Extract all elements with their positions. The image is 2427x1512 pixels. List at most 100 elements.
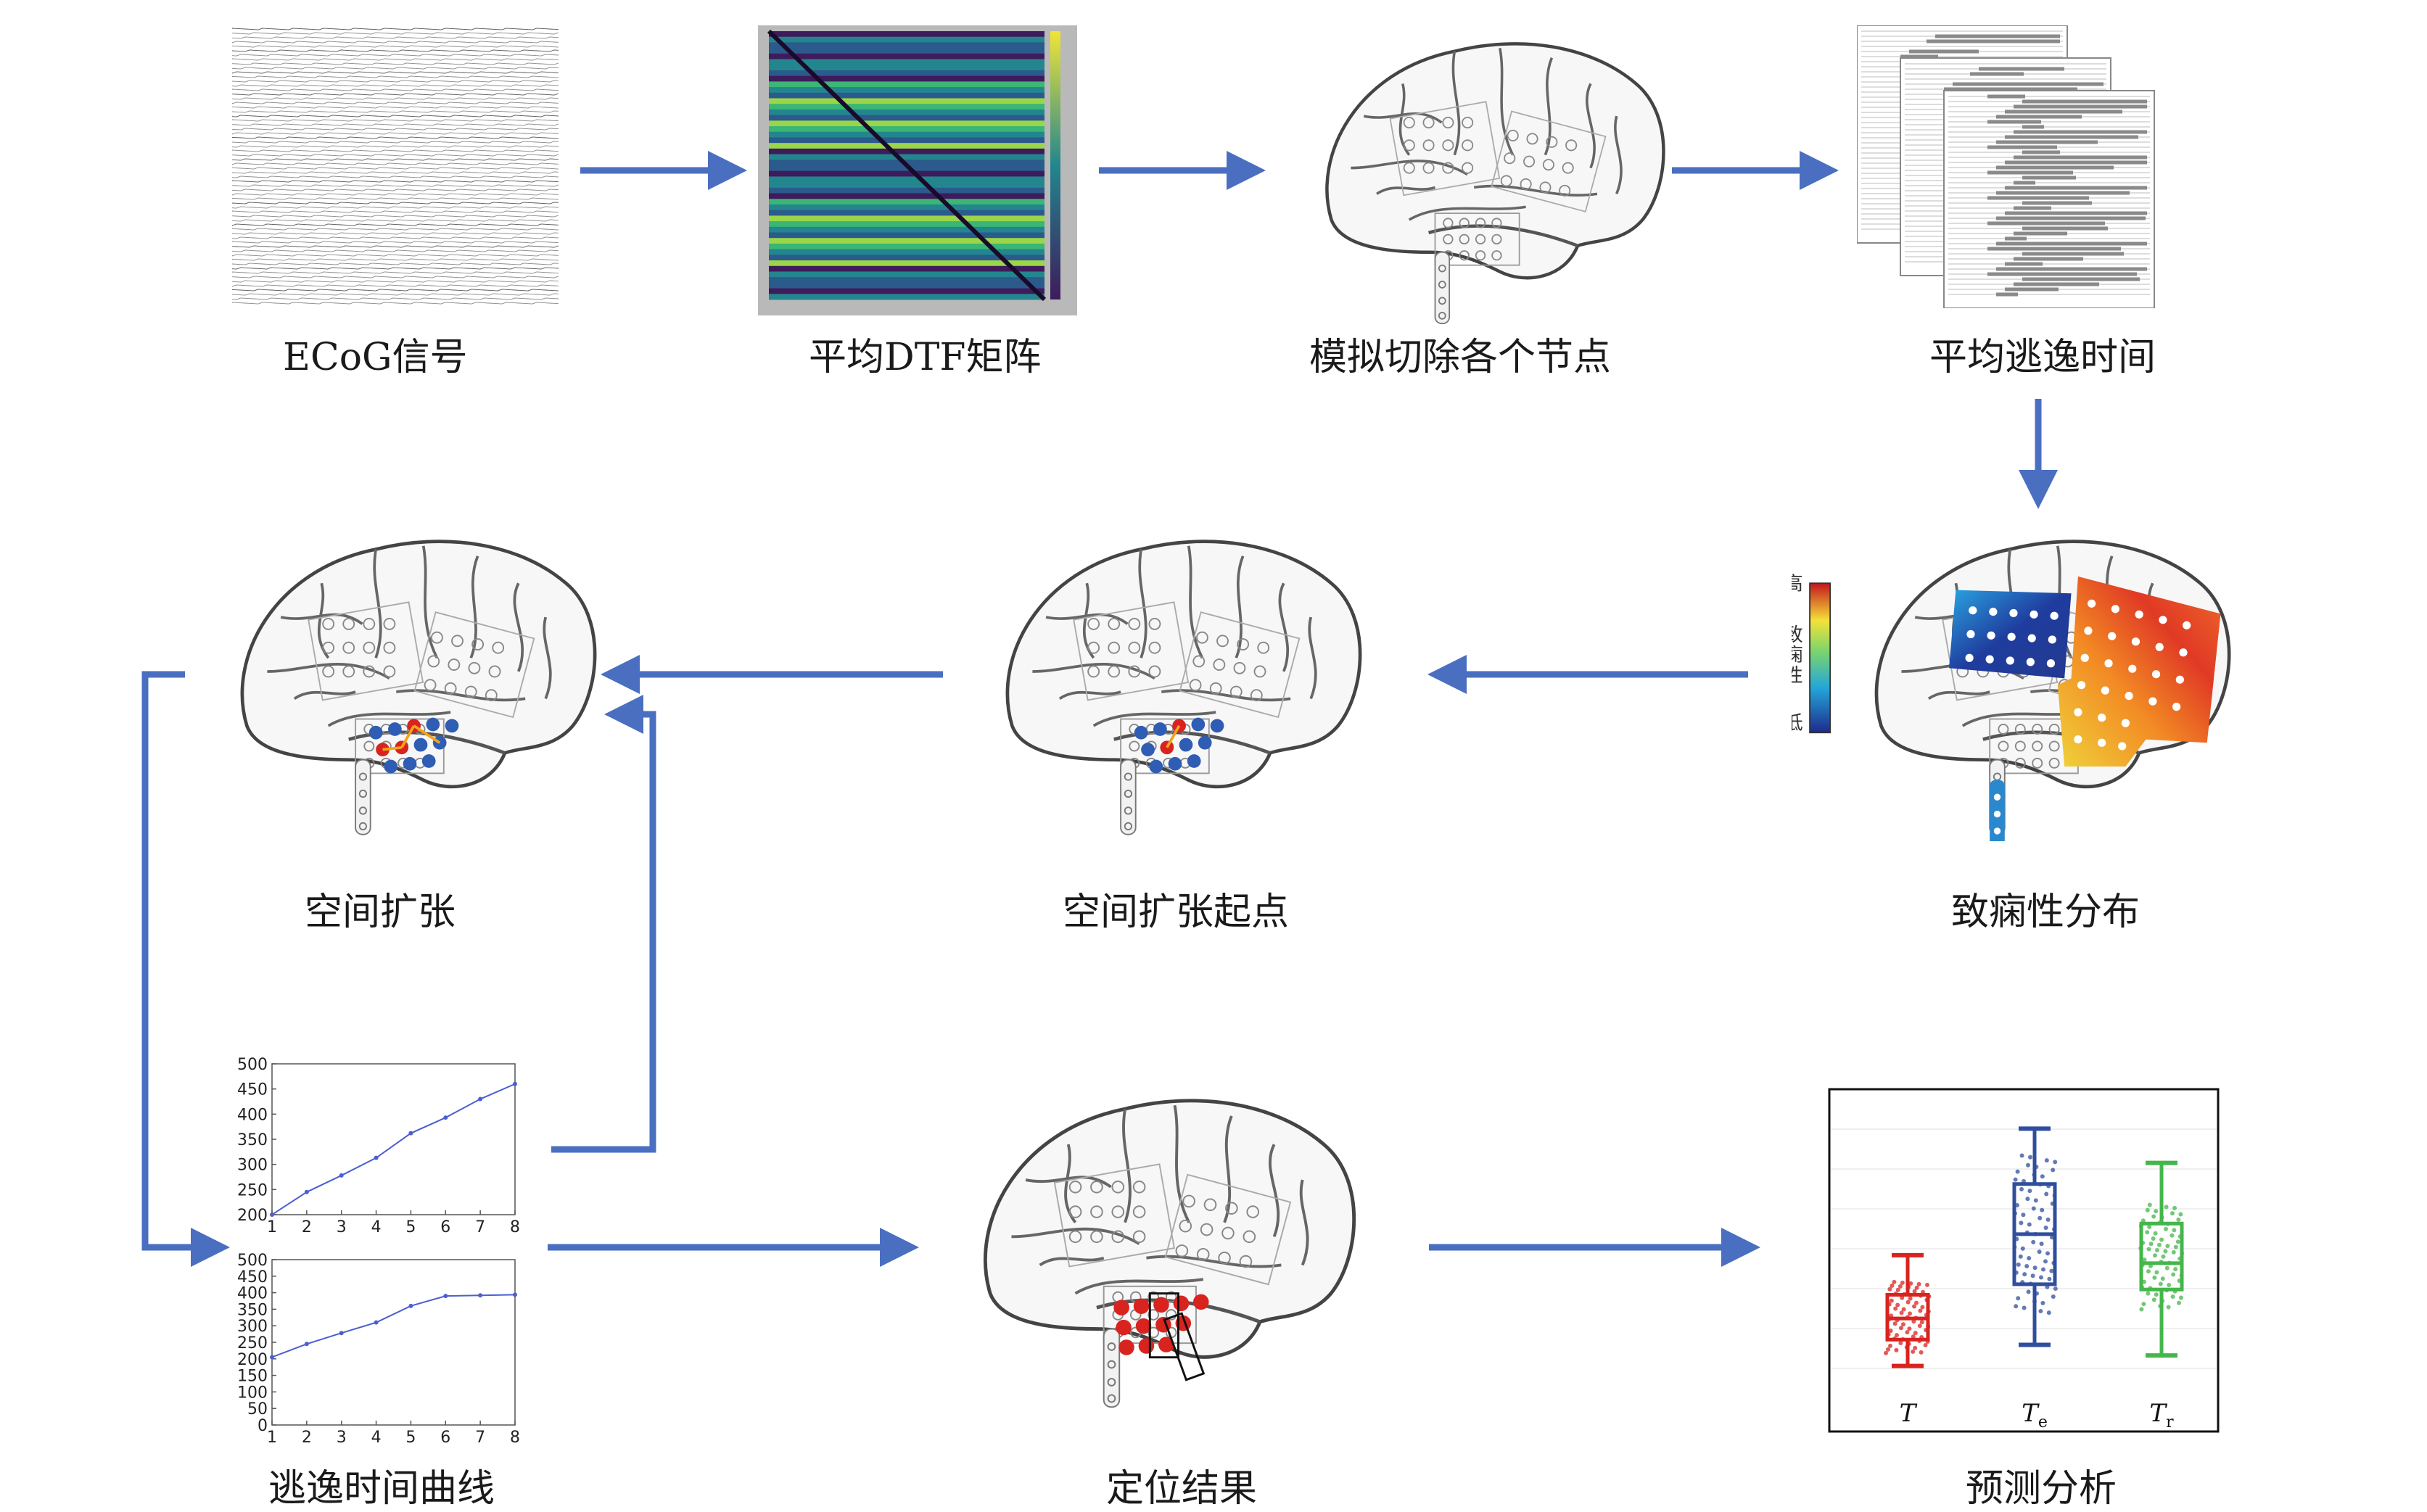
escape-time-panel bbox=[1857, 25, 2155, 308]
spread-start-electrodes bbox=[1134, 717, 1224, 774]
ecog-trace bbox=[232, 41, 559, 44]
ecog-trace bbox=[232, 136, 559, 139]
ecog-trace bbox=[232, 162, 559, 165]
y-tick-label: 350 bbox=[237, 1131, 268, 1149]
ecog-trace bbox=[232, 197, 559, 200]
x-tick-label: 1 bbox=[267, 1429, 277, 1447]
escape-curve-point bbox=[374, 1155, 379, 1160]
colorbar-c1: 致 bbox=[1792, 624, 1803, 646]
caption-spread: 空间扩张 bbox=[305, 891, 456, 934]
ecog-trace bbox=[232, 62, 559, 65]
escape-curve-point bbox=[374, 1320, 379, 1325]
ecog-trace bbox=[232, 49, 559, 52]
escape-sheet bbox=[1943, 90, 2155, 308]
dtf-row bbox=[769, 282, 1044, 289]
y-tick-label: 450 bbox=[237, 1081, 268, 1099]
y-tick-label: 400 bbox=[237, 1106, 268, 1124]
ecog-trace bbox=[232, 145, 559, 148]
y-tick-label: 250 bbox=[237, 1181, 268, 1199]
brain-spatial-spread bbox=[207, 522, 613, 841]
ecog-trace bbox=[232, 249, 559, 252]
x-tick-label: 2 bbox=[302, 1218, 312, 1236]
ecog-trace bbox=[232, 263, 559, 265]
ecog-trace bbox=[232, 36, 559, 39]
escape-curve-point bbox=[478, 1293, 483, 1298]
dtf-row bbox=[769, 92, 1044, 99]
dtf-row bbox=[769, 204, 1044, 211]
ecog-trace bbox=[232, 45, 559, 48]
dtf-row bbox=[769, 143, 1044, 149]
ecog-trace bbox=[232, 32, 559, 35]
ecog-trace bbox=[232, 141, 559, 144]
escape-curve-point bbox=[408, 1303, 413, 1308]
dtf-row bbox=[769, 215, 1044, 222]
escape-curve-point bbox=[270, 1355, 274, 1360]
x-tick-label: 1 bbox=[267, 1218, 277, 1236]
dtf-diagonal bbox=[767, 29, 1047, 302]
ecog-trace bbox=[232, 297, 559, 300]
escape-curve-point bbox=[270, 1213, 274, 1217]
escape-curve-point bbox=[304, 1342, 309, 1347]
escape-curve-line bbox=[271, 1083, 516, 1215]
y-tick-label: 250 bbox=[237, 1334, 268, 1352]
x-tick-label: 5 bbox=[405, 1429, 416, 1447]
brain-spread-start bbox=[972, 522, 1378, 841]
box-Tr bbox=[2138, 1160, 2185, 1358]
ecog-trace bbox=[232, 236, 559, 239]
y-tick-label: 500 bbox=[237, 1056, 268, 1074]
ecog-trace bbox=[232, 276, 559, 278]
arrow-curve-to-spread bbox=[551, 695, 656, 1153]
y-tick-label: 350 bbox=[237, 1301, 268, 1319]
dtf-row bbox=[769, 238, 1044, 244]
x-tick-label: 2 bbox=[302, 1429, 312, 1447]
ecog-trace bbox=[232, 245, 559, 248]
arrow-spread-to-curve bbox=[141, 671, 230, 1267]
escape-curve-point bbox=[339, 1331, 344, 1336]
dtf-row bbox=[769, 226, 1044, 233]
dtf-row bbox=[769, 288, 1044, 294]
ecog-trace bbox=[232, 132, 559, 135]
dtf-row bbox=[769, 193, 1044, 199]
colorbar-high: 高 bbox=[1792, 574, 1803, 595]
dtf-row bbox=[769, 170, 1044, 177]
dtf-row bbox=[769, 31, 1044, 38]
caption-dtf: 平均DTF矩阵 bbox=[809, 336, 1042, 379]
dtf-row bbox=[769, 255, 1044, 261]
ecog-signal-panel bbox=[232, 28, 559, 305]
spread-electrodes bbox=[368, 717, 459, 774]
ecog-trace bbox=[232, 128, 559, 131]
dtf-row bbox=[769, 36, 1044, 43]
dtf-row bbox=[769, 199, 1044, 205]
ecog-trace bbox=[232, 280, 559, 283]
dtf-row bbox=[769, 221, 1044, 228]
dtf-row bbox=[769, 294, 1044, 300]
y-tick-label: 450 bbox=[237, 1268, 268, 1286]
ecog-trace bbox=[232, 28, 559, 30]
escape-curve-point bbox=[478, 1096, 483, 1102]
escape-curve-point bbox=[339, 1173, 344, 1178]
colorbar-low: 低 bbox=[1792, 713, 1803, 735]
dtf-row bbox=[769, 210, 1044, 216]
ecog-trace bbox=[232, 215, 559, 218]
caption-escape: 平均逃逸时间 bbox=[1929, 336, 2156, 379]
colorbar bbox=[1809, 582, 1831, 734]
dtf-row bbox=[769, 75, 1044, 82]
ecog-trace bbox=[232, 97, 559, 100]
ecog-trace bbox=[232, 302, 559, 305]
escape-curve-point bbox=[304, 1189, 309, 1194]
ecog-trace bbox=[232, 202, 559, 205]
ecog-trace bbox=[232, 219, 559, 222]
dtf-row bbox=[769, 277, 1044, 284]
ecog-trace bbox=[232, 75, 559, 78]
ecog-trace bbox=[232, 184, 559, 187]
ecog-trace bbox=[232, 67, 559, 70]
dtf-row bbox=[769, 148, 1044, 155]
dtf-row bbox=[769, 120, 1044, 127]
dtf-row bbox=[769, 65, 1044, 71]
dtf-row bbox=[769, 48, 1044, 54]
dtf-row bbox=[769, 42, 1044, 49]
ecog-trace bbox=[232, 123, 559, 126]
localization-electrodes bbox=[1113, 1292, 1209, 1381]
